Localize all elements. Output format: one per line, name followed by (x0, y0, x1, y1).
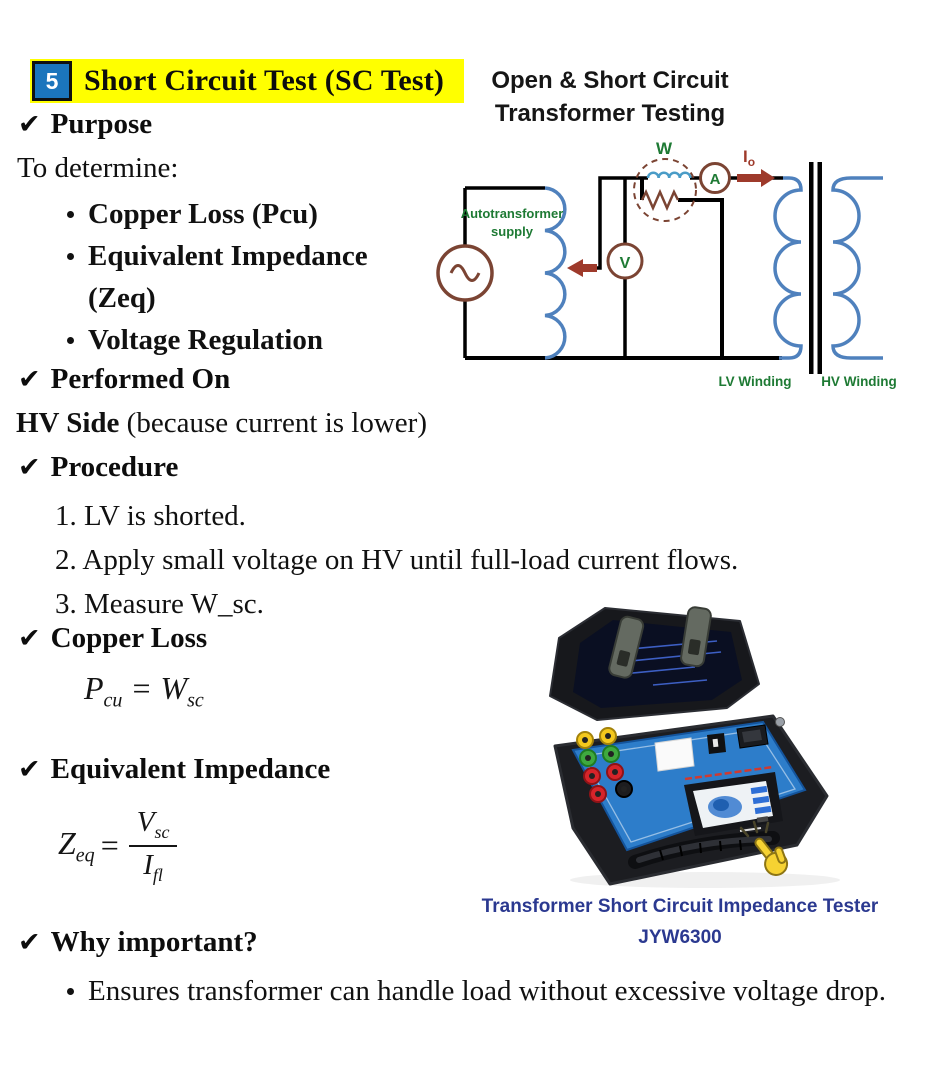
display-screen[interactable] (684, 772, 783, 836)
screen-menu-buttons[interactable] (750, 785, 772, 815)
checkmark-icon: ✔ (18, 452, 41, 483)
purpose-bullet-list: Copper Loss (Pcu) Equivalent Impedance (… (58, 193, 410, 361)
purpose-intro: To determine: (17, 152, 179, 184)
formula-subscript: sc (187, 689, 204, 712)
transformer-core (809, 162, 822, 374)
fraction: Vsc Ifl (128, 806, 178, 886)
tap-arrow (567, 259, 597, 277)
lv-winding-label: LV Winding (718, 374, 791, 389)
section-equivalent-impedance-heading: ✔ Equivalent Impedance (18, 753, 330, 786)
list-item: Copper Loss (Pcu) (58, 193, 410, 235)
panel-label (654, 737, 695, 772)
page-title-text: Short Circuit Test (SC Test) (84, 64, 445, 97)
equivalent-impedance-formula: Zeq = Vsc Ifl (58, 806, 178, 886)
procedure-step: 1. LV is shorted. (55, 500, 246, 532)
section-performed-on-heading: ✔ Performed On (18, 363, 230, 396)
fraction-denominator: Ifl (143, 848, 163, 885)
formula-symbol: P (84, 670, 104, 706)
list-item: Ensures transformer can handle load with… (58, 970, 910, 1012)
why-important-bullet-list: Ensures transformer can handle load with… (58, 970, 910, 1012)
lid-latch (608, 606, 712, 679)
tester-caption-line2: JYW6300 (638, 927, 722, 948)
panel-model-text-line (684, 765, 774, 781)
current-label: Io (743, 147, 755, 169)
wattmeter-current-coil (646, 171, 692, 179)
performed-on-emphasis: HV Side (16, 407, 120, 439)
current-direction-arrow (737, 169, 775, 187)
case-lid (549, 606, 760, 721)
copper-loss-formula: Pcu =Wsc (84, 670, 204, 712)
circuit-diagram: Autotransformer supply V W A Io (436, 139, 897, 389)
equals-sign: = (132, 670, 151, 706)
section-why-important-heading: ✔ Why important? (18, 926, 258, 959)
ammeter-label: A (710, 171, 721, 188)
equals-sign: = (100, 827, 119, 864)
checkmark-icon: ✔ (18, 109, 41, 140)
list-item: Equivalent Impedance (Zeq) (58, 235, 410, 319)
formula-symbol: W (160, 670, 188, 706)
formula-symbol: Zeq (58, 824, 95, 866)
section-heading-label: Procedure (50, 451, 179, 483)
diagram-heading: Open & Short Circuit Transformer Testing (455, 64, 765, 130)
section-purpose-heading: ✔ Purpose (18, 108, 152, 141)
section-heading-label: Equivalent Impedance (50, 753, 331, 785)
performed-on-detail: HV Side (because current is lower) (16, 407, 427, 440)
section-heading-label: Performed On (50, 363, 231, 395)
click-hand-icon (739, 820, 789, 876)
section-procedure-heading: ✔ Procedure (18, 451, 178, 484)
ground-stud (775, 717, 785, 727)
tester-caption: Transformer Short Circuit Impedance Test… (440, 891, 920, 953)
diagram-heading-line2: Transformer Testing (494, 100, 726, 127)
fraction-numerator: Vsc (128, 806, 178, 847)
autotransformer-label-line1: Autotransformer (461, 206, 564, 221)
hv-winding (831, 176, 883, 360)
checkmark-icon: ✔ (18, 927, 41, 958)
procedure-step: 2. Apply small voltage on HV until full-… (55, 544, 739, 576)
section-heading-label: Purpose (50, 108, 153, 140)
wattmeter-symbol: W (633, 139, 697, 222)
checkmark-icon: ✔ (18, 623, 41, 654)
diagram-heading-line1: Open & Short Circuit (491, 67, 729, 94)
terminal-posts (576, 727, 633, 803)
procedure-steps: 1. LV is shorted. 2. Apply small voltage… (55, 494, 738, 626)
wattmeter-label: W (656, 139, 673, 158)
wattmeter-resistor (640, 188, 680, 212)
ammeter-symbol: A (699, 162, 731, 194)
lv-winding (773, 176, 803, 360)
checkmark-icon: ✔ (18, 754, 41, 785)
title-number-badge: 5 (32, 61, 72, 101)
procedure-step: 3. Measure W_sc. (55, 588, 264, 620)
hv-winding-label: HV Winding (821, 374, 897, 389)
section-copper-loss-heading: ✔ Copper Loss (18, 622, 207, 655)
tester-caption-line1: Transformer Short Circuit Impedance Test… (481, 896, 879, 917)
voltmeter-symbol: V (606, 242, 644, 280)
list-item: Voltage Regulation (58, 319, 410, 361)
formula-subscript: cu (103, 689, 123, 712)
performed-on-rest: (because current is lower) (119, 407, 427, 439)
tester-photo[interactable] (535, 588, 925, 890)
autotransformer-label-line2: supply (491, 224, 534, 239)
ac-source-symbol (436, 244, 494, 302)
page-title: 5 Short Circuit Test (SC Test) (30, 59, 465, 103)
checkmark-icon: ✔ (18, 364, 41, 395)
section-heading-label: Why important? (50, 926, 258, 958)
section-heading-label: Copper Loss (50, 622, 208, 654)
autotransformer-coil (544, 186, 567, 360)
voltmeter-label: V (620, 255, 631, 272)
